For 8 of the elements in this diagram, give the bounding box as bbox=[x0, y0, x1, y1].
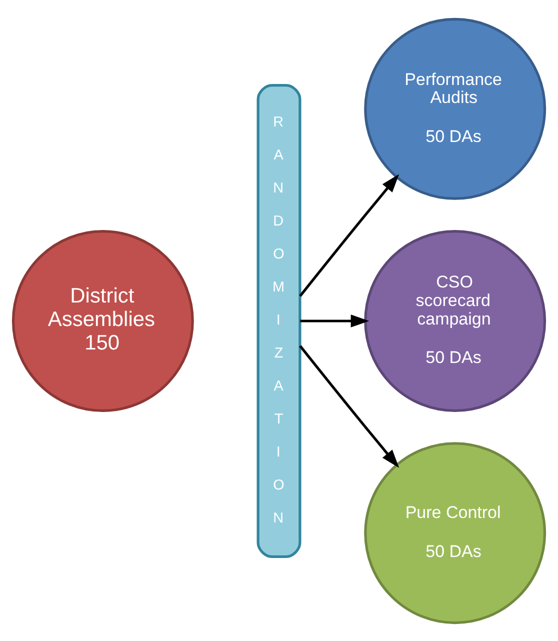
node-circle: CSO scorecard campaign 50 DAs bbox=[364, 230, 546, 412]
arrow bbox=[299, 344, 400, 468]
arrow bbox=[299, 174, 400, 296]
node-box: RANDOMIZATION bbox=[256, 84, 302, 558]
node-circle: District Assemblies 150 bbox=[12, 230, 194, 412]
node-circle: Performance Audits 50 DAs bbox=[364, 17, 546, 200]
node-circle: Pure Control 50 DAs bbox=[364, 442, 546, 624]
arrow bbox=[300, 314, 370, 327]
